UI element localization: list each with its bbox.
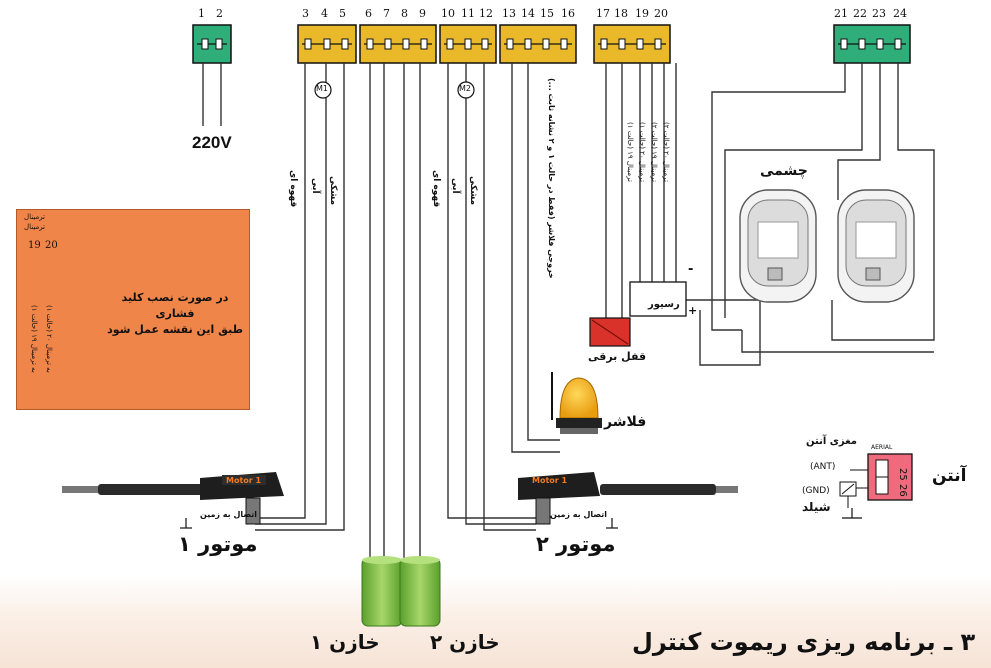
- terminal-num-19: 19: [635, 7, 649, 20]
- receiver-note-3: ترمینال ۱۹ (حالت ۲): [650, 122, 658, 182]
- terminal-num-15: 15: [540, 7, 554, 20]
- terminal-num-16: 16: [561, 7, 575, 20]
- motor2-symbol-label: M2: [459, 84, 471, 93]
- power-label: 220V: [192, 133, 232, 152]
- motor2-wire-blue: آبی: [450, 178, 460, 194]
- terminal-num-13: 13: [502, 7, 516, 20]
- photocell-left: [739, 189, 817, 303]
- capacitor2-label: خازن ۲: [430, 630, 500, 654]
- terminal-block-lock-receiver: [593, 24, 671, 64]
- receiver-minus: -: [688, 262, 694, 277]
- motor2-ground-note: اتصال به زمین: [550, 510, 608, 519]
- terminal-block-capacitors: [359, 24, 437, 64]
- motor2-actuator: [518, 472, 738, 525]
- motor1-ground-note: اتصال به زمین: [200, 510, 258, 519]
- terminal-num-9: 9: [419, 7, 426, 20]
- pushbutton-panel-line2: طبق این نقشه عمل شود: [107, 323, 243, 336]
- motor1-label: موتور ۱: [178, 532, 258, 556]
- antenna-title: آنتن: [932, 466, 967, 486]
- flasher-label: فلاشر: [604, 414, 647, 430]
- motor1-wire-black: مشکی: [328, 176, 338, 206]
- flasher-lamp: [551, 372, 602, 434]
- terminal-num-7: 7: [383, 7, 390, 20]
- terminal-block-motor2: [439, 24, 497, 64]
- motor2-symbol: [457, 81, 475, 99]
- panel-side-note-a: به ترمینال ۱۹ (حالت ۱): [30, 305, 38, 373]
- pushbutton-panel-line1: در صورت نصب کلید فشاری: [121, 291, 229, 320]
- antenna-gnd: (GND): [802, 486, 830, 496]
- terminal-num-8: 8: [401, 7, 408, 20]
- motor1-symbol-label: M1: [316, 84, 328, 93]
- receiver-note-1: ترمینال ۱۹ (حالت ۱): [626, 122, 634, 182]
- terminal-num-3: 3: [302, 7, 309, 20]
- motor2-tag: Motor 1: [532, 476, 568, 485]
- terminal-num-1: 1: [198, 7, 205, 20]
- ground-symbols: [180, 508, 862, 529]
- terminal-num-18: 18: [614, 7, 628, 20]
- panel-top-note-b: ترمینال: [24, 223, 46, 231]
- terminal-num-4: 4: [321, 7, 328, 20]
- panel-term-19: 19: [28, 240, 41, 251]
- receiver-box: [629, 281, 687, 317]
- bottom-band: [0, 575, 991, 668]
- terminal-num-10: 10: [441, 7, 455, 20]
- motor2-wire-brown: قهوه ای: [431, 170, 441, 208]
- antenna-26: 26: [897, 484, 908, 497]
- flasher-note: خروجی فلاشر (فقط در حالت ۱ و ۲ نشانه ثاب…: [547, 78, 556, 279]
- antenna-25: 25: [897, 468, 908, 481]
- capacitors: [361, 556, 441, 627]
- terminal-block-motor1: [297, 24, 357, 64]
- terminal-num-11: 11: [461, 7, 475, 20]
- terminal-block-photocell: [833, 24, 911, 64]
- pushbutton-panel: در صورت نصب کلید فشاری طبق این نقشه عمل …: [16, 209, 250, 410]
- photocell-right: [837, 189, 915, 303]
- motor1-tag: Motor 1: [226, 476, 262, 485]
- capacitor1-label: خازن ۱: [310, 630, 380, 654]
- antenna-terminal: [839, 453, 913, 508]
- antenna-core-label: مغزی آنتن: [806, 436, 857, 447]
- terminal-block-power: [192, 24, 232, 64]
- panel-term-20: 20: [45, 240, 58, 251]
- wires: [32, 63, 935, 560]
- antenna-ant: (ANT): [810, 462, 836, 472]
- terminal-num-2: 2: [216, 7, 223, 20]
- electric-lock: [589, 317, 631, 347]
- motor1-actuator: [62, 472, 284, 525]
- motor1-symbol: [314, 81, 332, 99]
- antenna-shield: شیلد: [802, 500, 831, 514]
- terminal-num-5: 5: [339, 7, 346, 20]
- panel-top-note-a: ترمینال: [24, 213, 46, 221]
- photocell-label: چشمی: [760, 163, 808, 179]
- terminal-num-6: 6: [365, 7, 372, 20]
- terminal-num-14: 14: [521, 7, 535, 20]
- section-heading: ۳ ـ برنامه ریزی ریموت کنترل: [632, 628, 976, 656]
- electric-lock-label: قفل برقی: [588, 350, 647, 363]
- terminal-block-flasher: [499, 24, 577, 64]
- terminal-num-17: 17: [596, 7, 610, 20]
- receiver-note-4: ترمینال ۲۰ (حالت ۲): [662, 122, 670, 182]
- antenna-aerial: AERIAL: [871, 444, 893, 451]
- motor1-wire-blue: آبی: [310, 178, 320, 194]
- receiver-note-2: ترمینال ۲۰ (حالت ۱): [638, 122, 646, 182]
- pushbutton-panel-text: در صورت نصب کلید فشاری طبق این نقشه عمل …: [105, 290, 245, 338]
- terminal-num-23: 23: [872, 7, 886, 20]
- receiver-label: رسیور: [648, 299, 680, 310]
- motor2-label: موتور ۲: [536, 532, 616, 556]
- terminal-num-22: 22: [853, 7, 867, 20]
- receiver-plus: +: [688, 304, 698, 317]
- motor1-wire-brown: قهوه ای: [288, 170, 298, 208]
- terminal-num-12: 12: [479, 7, 493, 20]
- motor2-wire-black: مشکی: [468, 176, 478, 206]
- terminal-num-21: 21: [834, 7, 848, 20]
- terminal-num-20: 20: [654, 7, 668, 20]
- panel-side-note-b: به ترمینال ۲۰ (حالت ۱): [45, 305, 53, 373]
- terminal-num-24: 24: [893, 7, 907, 20]
